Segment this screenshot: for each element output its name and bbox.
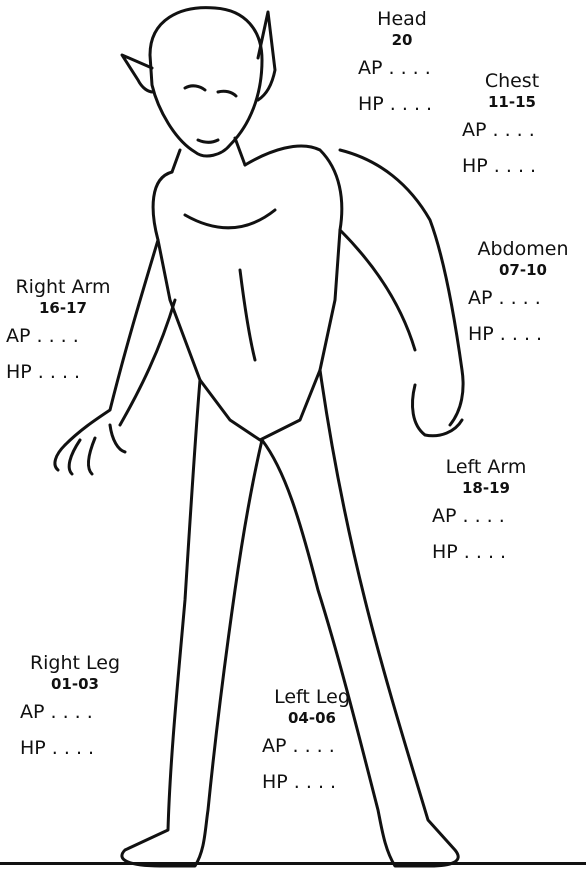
hp-field: HP . . . . xyxy=(462,148,562,184)
zone-range: 20 xyxy=(358,31,446,50)
eye-left xyxy=(185,86,205,90)
right-leg-outline xyxy=(122,380,262,866)
hp-field: HP . . . . xyxy=(432,534,540,570)
zone-range: 01-03 xyxy=(20,675,130,694)
ap-field: AP . . . . xyxy=(6,318,120,354)
zone-right-leg: Right Leg 01-03 AP . . . . HP . . . . xyxy=(20,652,130,766)
zone-range: 16-17 xyxy=(6,299,120,318)
zone-range: 04-06 xyxy=(262,709,362,728)
hp-field: HP . . . . xyxy=(6,354,120,390)
zone-left-leg: Left Leg 04-06 AP . . . . HP . . . . xyxy=(262,686,362,800)
zone-head: Head 20 AP . . . . HP . . . . xyxy=(358,8,446,122)
ap-field: AP . . . . xyxy=(462,112,562,148)
ap-field: AP . . . . xyxy=(432,498,540,534)
right-hand-outline xyxy=(55,425,125,474)
zone-name: Head xyxy=(358,8,446,31)
zone-abdomen: Abdomen 07-10 AP . . . . HP . . . . xyxy=(468,238,578,352)
ap-field: AP . . . . xyxy=(20,694,130,730)
zone-left-arm: Left Arm 18-19 AP . . . . HP . . . . xyxy=(432,456,540,570)
hp-field: HP . . . . xyxy=(20,730,130,766)
ap-field: AP . . . . xyxy=(262,728,362,764)
abdomen-line xyxy=(240,270,255,360)
chest-line xyxy=(185,210,275,228)
ground-line xyxy=(0,862,586,865)
zone-range: 18-19 xyxy=(432,479,540,498)
zone-right-arm: Right Arm 16-17 AP . . . . HP . . . . xyxy=(6,276,120,390)
zone-name: Right Leg xyxy=(20,652,130,675)
left-arm-outline xyxy=(340,150,463,425)
zone-name: Left Arm xyxy=(432,456,540,479)
right-ear-outline xyxy=(122,55,153,92)
zone-range: 11-15 xyxy=(462,93,562,112)
zone-name: Chest xyxy=(462,70,562,93)
eye-right xyxy=(218,91,236,96)
zone-name: Abdomen xyxy=(468,238,578,261)
mouth xyxy=(198,140,218,142)
hp-field: HP . . . . xyxy=(468,316,578,352)
ap-field: AP . . . . xyxy=(358,50,446,86)
hp-field: HP . . . . xyxy=(262,764,362,800)
torso-outline xyxy=(153,146,342,440)
zone-name: Right Arm xyxy=(6,276,120,299)
zone-range: 07-10 xyxy=(468,261,578,280)
left-fist-outline xyxy=(412,385,462,436)
ap-field: AP . . . . xyxy=(468,280,578,316)
hp-field: HP . . . . xyxy=(358,86,446,122)
zone-chest: Chest 11-15 AP . . . . HP . . . . xyxy=(462,70,562,184)
head-outline xyxy=(150,8,262,156)
zone-name: Left Leg xyxy=(262,686,362,709)
